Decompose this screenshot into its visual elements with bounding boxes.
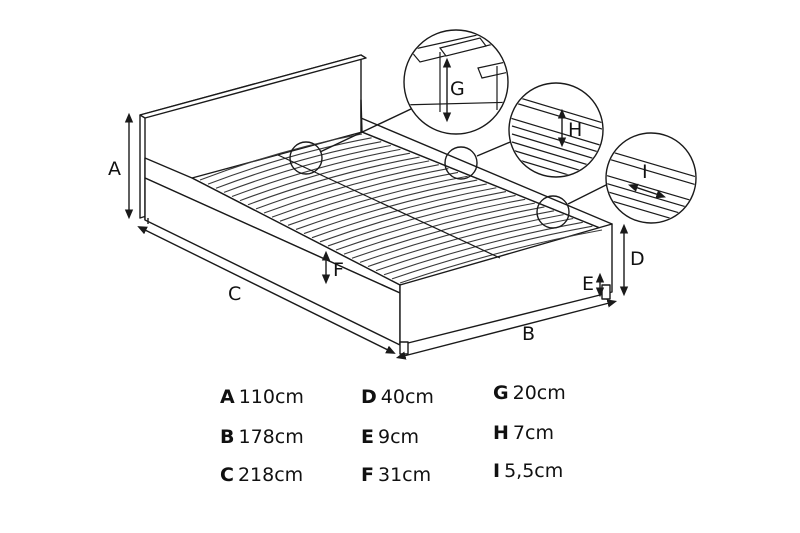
label-d: D xyxy=(630,248,645,270)
slat xyxy=(247,156,420,206)
slat xyxy=(279,171,459,222)
slat xyxy=(263,164,439,214)
label-a: A xyxy=(108,158,121,180)
legend-value: 7cm xyxy=(512,422,554,444)
legend-key: C xyxy=(220,464,234,486)
dim-b xyxy=(395,299,618,360)
legend-key: I xyxy=(493,460,501,482)
label-c: C xyxy=(228,283,241,305)
legend-key: F xyxy=(361,464,374,486)
slat xyxy=(375,217,574,272)
legend-value: 110cm xyxy=(238,386,304,408)
dimension-letters: A C B D E F G H I xyxy=(108,78,648,345)
label-f: F xyxy=(333,259,344,281)
label-h: H xyxy=(568,119,582,141)
slat xyxy=(271,168,449,218)
legend-key: H xyxy=(493,422,509,444)
slat xyxy=(391,225,593,280)
label-e: E xyxy=(582,273,594,295)
marker-h xyxy=(444,146,478,180)
leg-front-right xyxy=(601,284,611,300)
dimension-lines xyxy=(124,112,629,360)
legend-value: 40cm xyxy=(380,386,434,408)
legend-key: G xyxy=(493,382,509,404)
label-b: B xyxy=(522,323,535,345)
legend-key: E xyxy=(361,426,374,448)
legend-value: 9cm xyxy=(377,426,420,448)
marker-g xyxy=(289,141,323,175)
slat xyxy=(223,144,391,193)
marker-i xyxy=(536,195,570,229)
slat xyxy=(215,141,382,189)
legend-value: 178cm xyxy=(238,426,304,448)
legend-value: 20cm xyxy=(512,382,566,404)
slat xyxy=(231,148,401,197)
slat xyxy=(399,229,603,284)
legend-value: 31cm xyxy=(377,464,432,486)
slat xyxy=(287,175,468,226)
label-g: G xyxy=(450,78,465,100)
zoom-g xyxy=(403,29,509,135)
legend-key: D xyxy=(361,386,377,408)
headboard-top xyxy=(139,54,367,119)
slat xyxy=(239,152,411,202)
slat xyxy=(295,179,478,230)
center-rail xyxy=(277,154,501,259)
slat xyxy=(303,183,487,235)
slat xyxy=(199,133,363,181)
legend-value: 5,5cm xyxy=(504,460,564,482)
zoom-i xyxy=(605,132,697,224)
leg-front-left xyxy=(399,341,409,355)
legend-key: B xyxy=(220,426,235,448)
label-i: I xyxy=(642,161,648,183)
zoom-h xyxy=(508,82,604,178)
dim-c xyxy=(137,226,396,354)
slat xyxy=(255,160,430,210)
legend-value: 218cm xyxy=(237,464,304,486)
legend-key: A xyxy=(220,386,235,408)
